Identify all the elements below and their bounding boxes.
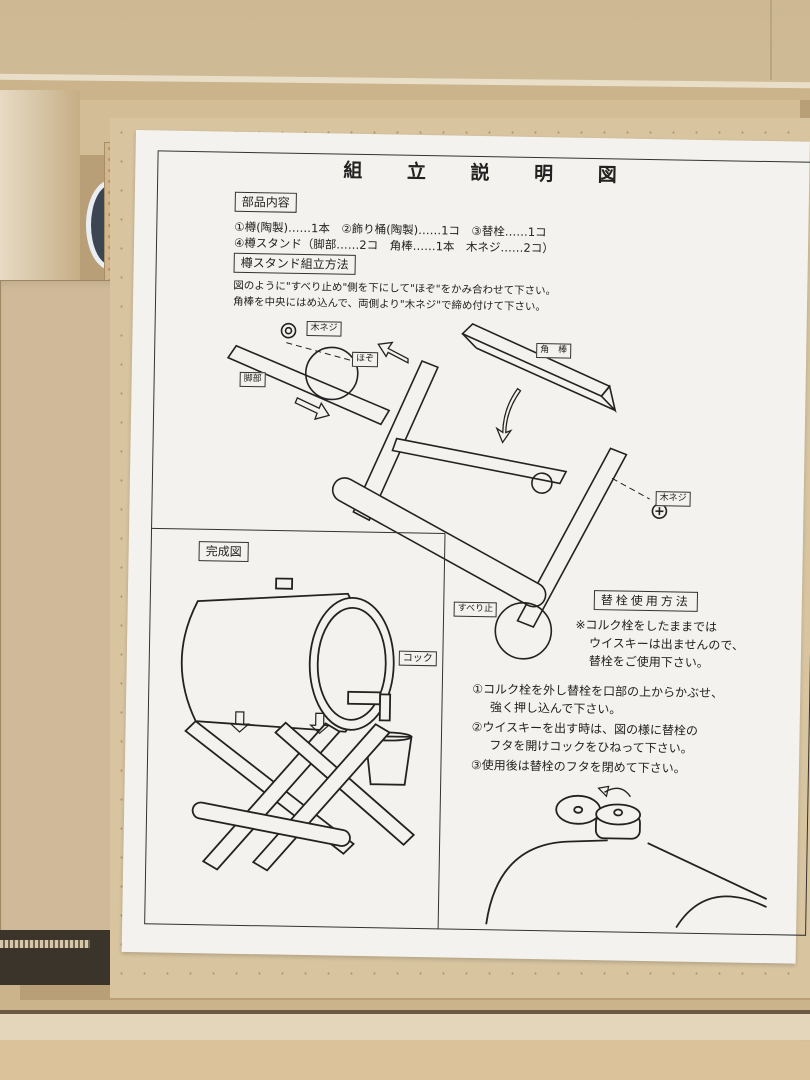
stopper-heading: 替栓使用方法 — [593, 590, 699, 612]
stopper-step-2-line-2: フタを開けコックをひねって下さい。 — [489, 738, 693, 756]
stopper-step-3: ③使用後は替栓のフタを閉めて下さい。 — [470, 757, 686, 776]
stand-illustration — [184, 719, 416, 872]
completed-assembly-diagram — [180, 577, 416, 872]
stopper-note-line-3: 替栓をご使用下さい。 — [588, 653, 709, 671]
cock-illustration — [347, 690, 392, 722]
square-bar-illustration — [461, 322, 617, 414]
leg-right-illustration — [331, 437, 628, 660]
corrugated-edge — [0, 940, 90, 948]
floor-tile-seam — [770, 0, 772, 80]
arrows — [294, 341, 522, 444]
down-arrows — [229, 711, 331, 735]
barrel-illustration — [180, 577, 395, 733]
stopper-step-1-line-2: 強く押し込んで下さい。 — [489, 700, 622, 717]
section-dividers — [151, 527, 446, 930]
instruction-sheet: 組 立 説 明 図 部品内容 ①樽(陶製)……1本 ②飾り桶(陶製)……1コ ③… — [121, 130, 810, 964]
stopper-cap-diagram — [485, 785, 768, 929]
label-cock: コック — [398, 650, 437, 667]
stand-assembly-diagram — [226, 322, 668, 660]
box-front-rim — [0, 1010, 810, 1040]
completed-heading: 完成図 — [198, 541, 249, 563]
